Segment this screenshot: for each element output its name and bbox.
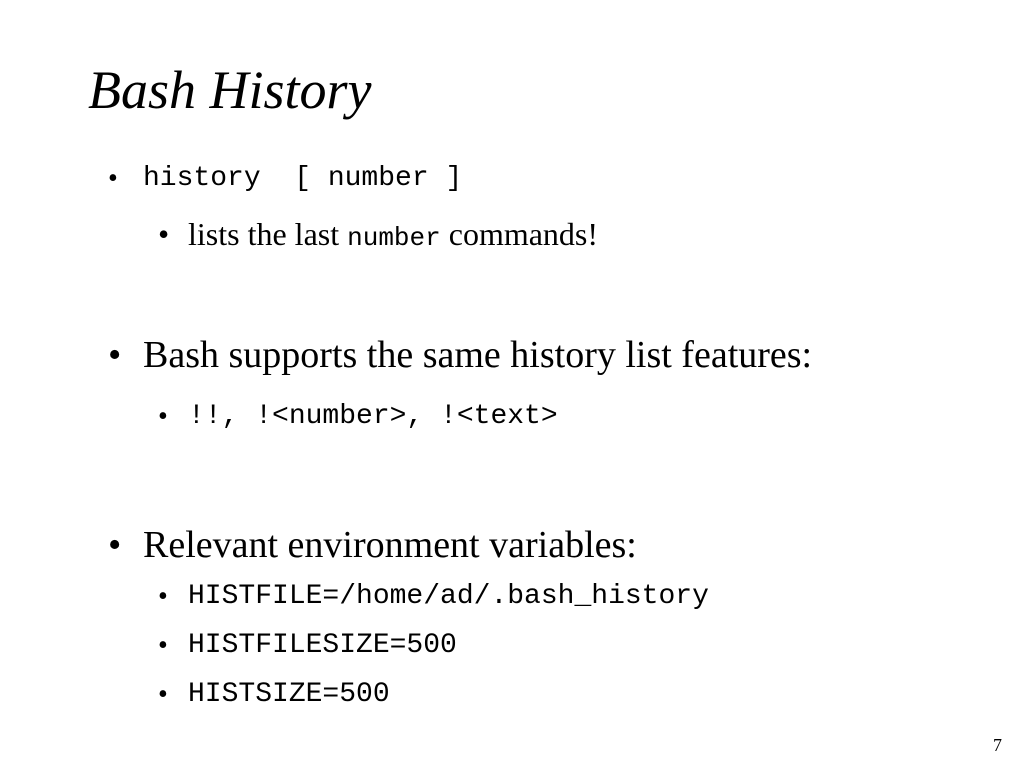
inline-code-number: number: [347, 223, 441, 253]
bullet-marker: •: [108, 334, 122, 376]
history-features-text: Bash supports the same history list feat…: [143, 334, 813, 376]
sub-bullet-text: lists the last number commands!: [188, 215, 598, 257]
history-command-text: history [ number ]: [143, 163, 463, 194]
env-variables-heading: Relevant environment variables:: [143, 524, 637, 566]
sub-bullet-prefix: lists the last: [188, 216, 348, 252]
sub-bullet-marker: •: [158, 630, 168, 661]
sub-bullet-marker: •: [158, 401, 168, 432]
env-var-histfile: HISTFILE=/home/ad/.bash_history: [188, 581, 709, 612]
sub-bullet-marker: •: [158, 216, 170, 252]
env-var-histsize: HISTSIZE=500: [188, 679, 390, 710]
bullet-marker: •: [108, 163, 118, 194]
page-number: 7: [993, 735, 1002, 755]
history-expansion-syntax: !!, !<number>, !<text>: [188, 401, 558, 432]
sub-bullet-marker: •: [158, 581, 168, 612]
sub-bullet-marker: •: [158, 679, 168, 710]
bullet-marker: •: [108, 524, 122, 566]
slide-title: Bash History: [88, 60, 372, 120]
env-var-histfilesize: HISTFILESIZE=500: [188, 630, 457, 661]
sub-bullet-suffix: commands!: [440, 216, 599, 252]
